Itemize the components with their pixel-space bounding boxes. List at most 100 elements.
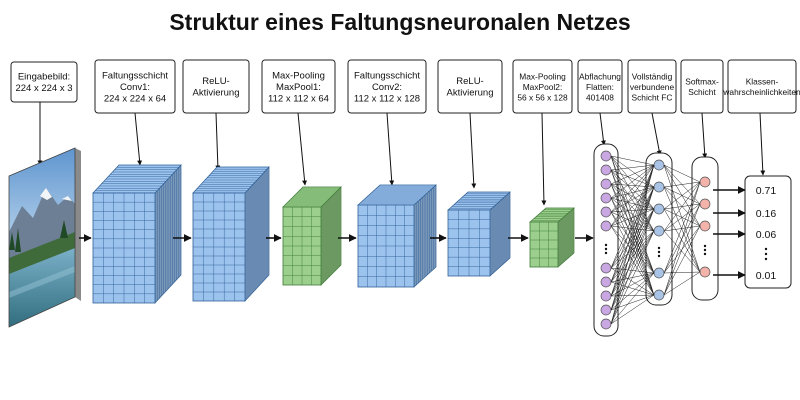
label-relu2-line-1: ReLU- bbox=[456, 76, 483, 87]
softmax-ellipsis-dot bbox=[703, 244, 707, 248]
label-softmax-line-1: Softmax- bbox=[685, 77, 719, 87]
label-conv1-line-3: 224 x 224 x 64 bbox=[104, 93, 166, 104]
flatten-node bbox=[600, 178, 612, 190]
leader-line-softmax bbox=[701, 112, 708, 159]
volume-pool1 bbox=[282, 186, 342, 286]
flatten-node bbox=[600, 318, 612, 330]
fc-node bbox=[653, 225, 665, 237]
fc-node bbox=[653, 159, 665, 171]
label-softmax-line-2: Schicht bbox=[688, 87, 716, 97]
fc-node bbox=[653, 267, 665, 279]
label-input-line-1: Eingabebild: bbox=[18, 72, 70, 83]
fc-ellipsis-dot bbox=[657, 246, 661, 250]
volume-relu2 bbox=[447, 191, 511, 277]
leader-line-fc bbox=[651, 112, 662, 156]
softmax-node bbox=[699, 266, 711, 278]
leader-line-pool2 bbox=[541, 112, 547, 206]
label-fc-line-2: verbundene bbox=[630, 82, 675, 92]
softmax-node bbox=[699, 198, 711, 210]
leader-line-relu2 bbox=[469, 112, 477, 189]
label-box-relu2: ReLU-Aktivierung bbox=[437, 59, 503, 114]
probability-value: 0.01 bbox=[756, 270, 777, 282]
label-conv1-line-2: Conv1: bbox=[120, 82, 150, 93]
label-box-output: Klassen-wahrscheinlichkeiten bbox=[722, 59, 800, 114]
input-image bbox=[8, 147, 81, 328]
label-pool2-line-3: 56 x 56 x 128 bbox=[517, 92, 568, 102]
flatten-node bbox=[600, 276, 612, 288]
label-conv2-line-1: Faltungsschicht bbox=[354, 70, 420, 81]
dense-connections bbox=[610, 155, 701, 325]
fc-node bbox=[653, 181, 665, 193]
label-pool2-line-1: Max-Pooling bbox=[519, 71, 566, 81]
label-fc-line-1: Vollständig bbox=[632, 71, 673, 81]
softmax-node bbox=[699, 220, 711, 232]
label-pool2-line-2: MaxPool2: bbox=[523, 82, 563, 92]
label-pool1-line-2: MaxPool1: bbox=[276, 82, 321, 93]
leader-line-conv1 bbox=[134, 112, 143, 166]
softmax-ellipsis-dot bbox=[703, 252, 707, 256]
label-conv2-line-3: 112 x 112 x 128 bbox=[354, 93, 420, 104]
label-flatten-line-3: 401408 bbox=[586, 92, 614, 102]
leader-line-output bbox=[759, 112, 766, 176]
volume-relu1 bbox=[192, 166, 270, 302]
flatten-ellipsis-dot bbox=[604, 243, 608, 247]
output-ellipsis-dot bbox=[764, 252, 768, 256]
label-relu1-line-2: Aktivierung bbox=[193, 88, 240, 99]
leader-line-relu1 bbox=[215, 112, 221, 171]
label-box-input: Eingabebild:224 x 224 x 3 bbox=[10, 61, 78, 103]
flatten-node bbox=[600, 304, 612, 316]
fc-ellipsis-dot bbox=[657, 254, 661, 258]
output-ellipsis-dot bbox=[764, 247, 768, 251]
flatten-node bbox=[600, 290, 612, 302]
flatten-ellipsis-dot bbox=[604, 247, 608, 251]
softmax-ellipsis-dot bbox=[703, 248, 707, 252]
probability-value: 0.71 bbox=[756, 185, 777, 197]
label-relu2-line-2: Aktivierung bbox=[447, 88, 494, 99]
label-pool1-line-3: 112 x 112 x 64 bbox=[268, 93, 329, 104]
volume-conv2 bbox=[357, 184, 437, 288]
output-probabilities: 0.71 0.16 0.06 0.01 bbox=[713, 175, 792, 289]
label-input-line-2: 224 x 224 x 3 bbox=[15, 83, 72, 94]
flatten-node bbox=[600, 262, 612, 274]
fc-ellipsis-dot bbox=[657, 250, 661, 254]
softmax-node bbox=[699, 176, 711, 188]
probability-value: 0.16 bbox=[756, 208, 777, 220]
leader-line-pool1 bbox=[297, 112, 308, 186]
leader-line-conv2 bbox=[386, 112, 395, 186]
flatten-node bbox=[600, 220, 612, 232]
label-flatten-line-2: Flatten: bbox=[586, 82, 614, 92]
flatten-node bbox=[600, 192, 612, 204]
flatten-layer bbox=[593, 143, 619, 337]
diagram-title: Struktur eines Faltungsneuronalen Netzes bbox=[169, 9, 630, 35]
label-conv1-line-1: Faltungsschicht bbox=[102, 70, 168, 81]
flatten-node bbox=[600, 150, 612, 162]
label-pool1-line-1: Max-Pooling bbox=[272, 70, 325, 81]
leader-line-flatten bbox=[599, 112, 606, 146]
fc-node bbox=[653, 203, 665, 215]
fc-node bbox=[653, 289, 665, 301]
label-flatten-line-1: Abflachung bbox=[579, 71, 621, 81]
flatten-node bbox=[600, 164, 612, 176]
output-ellipsis-dot bbox=[764, 257, 768, 261]
label-box-softmax: Softmax-Schicht bbox=[680, 59, 724, 114]
label-box-relu1: ReLU-Aktivierung bbox=[182, 59, 250, 114]
flatten-container bbox=[593, 143, 619, 337]
softmax-layer bbox=[691, 156, 719, 301]
label-output-line-2: wahrscheinlichkeiten bbox=[722, 87, 800, 97]
flatten-ellipsis-dot bbox=[604, 251, 608, 255]
flatten-node bbox=[600, 206, 612, 218]
label-conv2-line-2: Conv2: bbox=[372, 82, 402, 93]
volume-conv1 bbox=[92, 164, 182, 304]
label-output-line-1: Klassen- bbox=[746, 77, 779, 87]
volume-pool2 bbox=[529, 207, 575, 268]
probability-value: 0.06 bbox=[756, 229, 777, 241]
label-relu1-line-1: ReLU- bbox=[202, 76, 229, 87]
label-fc-line-3: Schicht FC bbox=[632, 92, 673, 102]
